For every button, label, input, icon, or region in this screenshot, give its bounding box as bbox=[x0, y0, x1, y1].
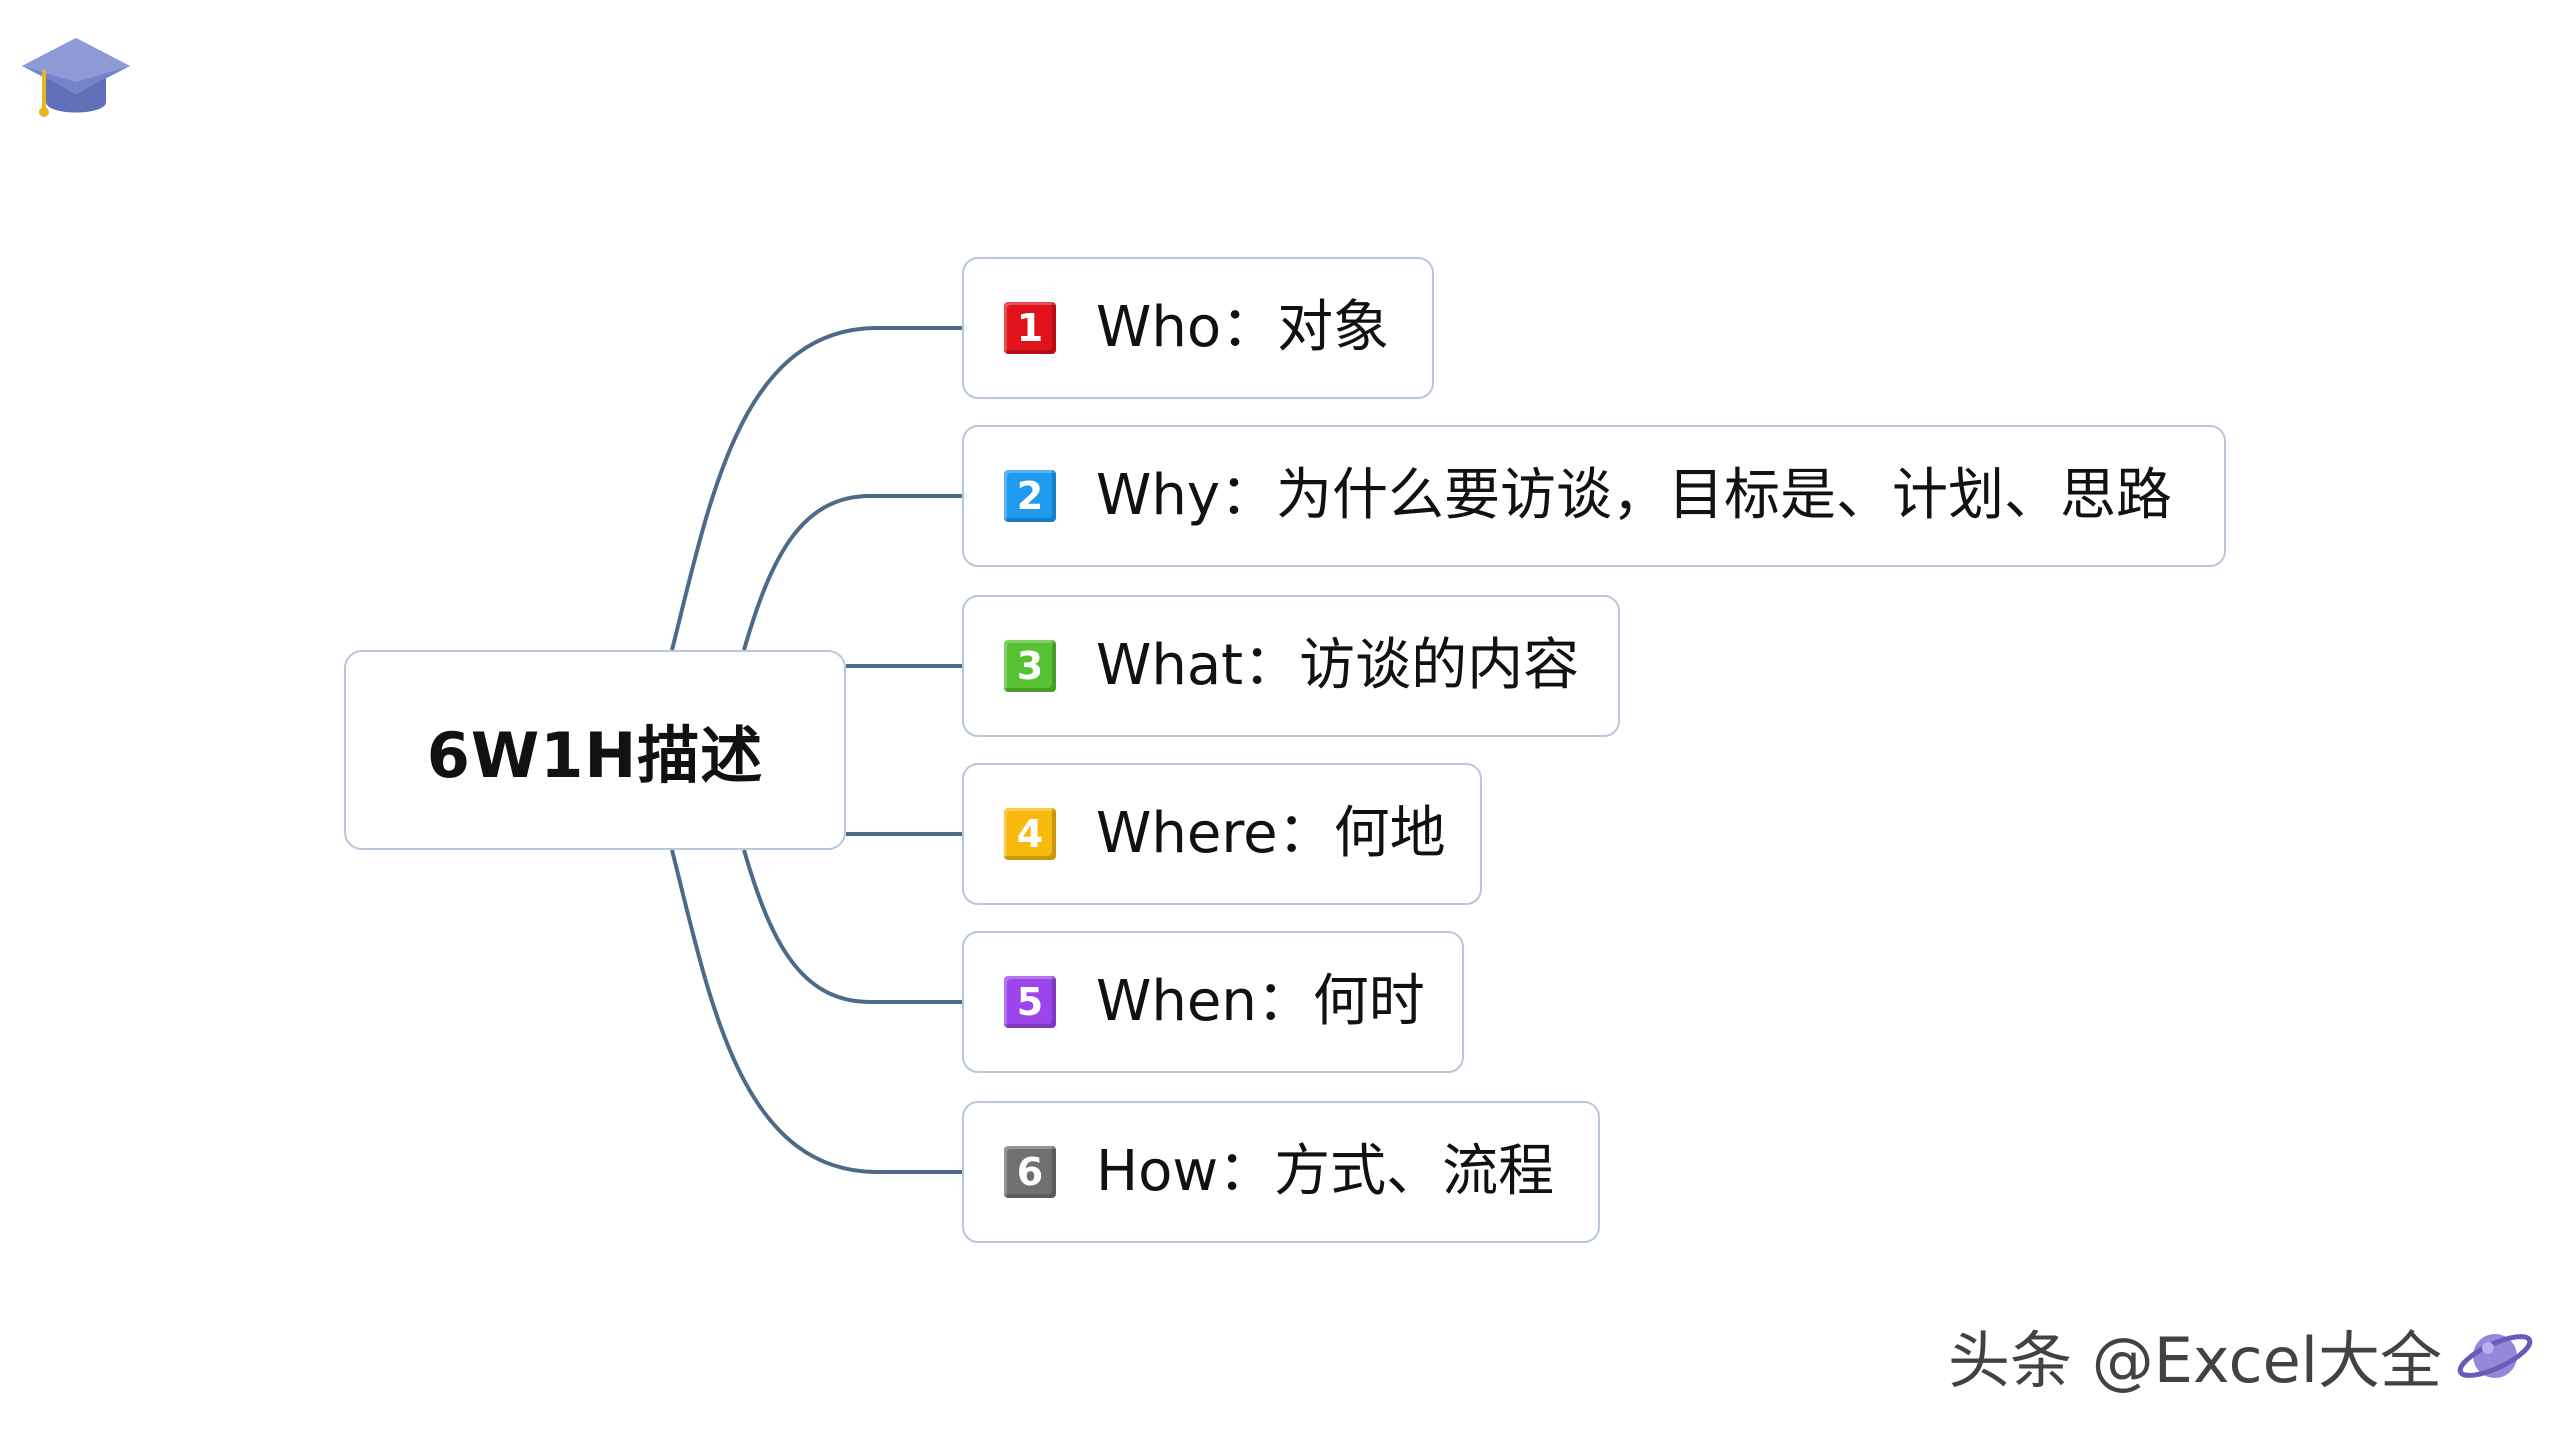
watermark: 头条 @Excel大全 bbox=[1948, 1310, 2536, 1400]
branch-node-why[interactable]: 2 Why：为什么要访谈，目标是、计划、思路 bbox=[962, 425, 2226, 567]
branch-label-why: Why：为什么要访谈，目标是、计划、思路 bbox=[1096, 463, 2173, 528]
branch-label-when: When：何时 bbox=[1096, 969, 1425, 1034]
central-node[interactable]: 6W1H描述 bbox=[344, 650, 846, 850]
connector-who bbox=[670, 326, 962, 651]
branch-label-who: Who：对象 bbox=[1096, 295, 1390, 360]
graduation-cap-icon bbox=[18, 32, 134, 124]
branch-node-when[interactable]: 5 When：何时 bbox=[962, 931, 1464, 1073]
central-title: 6W1H描述 bbox=[426, 719, 764, 792]
connector-how bbox=[670, 849, 962, 1174]
planet-icon bbox=[2454, 1320, 2536, 1390]
number-3-badge-icon: 3 bbox=[1004, 640, 1056, 692]
number-6-badge-icon: 6 bbox=[1004, 1146, 1056, 1198]
branch-node-what[interactable]: 3 What：访谈的内容 bbox=[962, 595, 1620, 737]
branch-label-how: How：方式、流程 bbox=[1096, 1139, 1555, 1204]
branch-label-what: What：访谈的内容 bbox=[1096, 633, 1580, 698]
number-2-badge-icon: 2 bbox=[1004, 470, 1056, 522]
number-4-badge-icon: 4 bbox=[1004, 808, 1056, 860]
branch-label-where: Where：何地 bbox=[1096, 801, 1446, 866]
branch-node-where[interactable]: 4 Where：何地 bbox=[962, 763, 1482, 905]
connector-why bbox=[742, 494, 962, 651]
watermark-text: 头条 @Excel大全 bbox=[1948, 1324, 2442, 1397]
number-1-badge-icon: 1 bbox=[1004, 302, 1056, 354]
connector-when bbox=[742, 849, 962, 1004]
branch-node-how[interactable]: 6 How：方式、流程 bbox=[962, 1101, 1600, 1243]
number-5-badge-icon: 5 bbox=[1004, 976, 1056, 1028]
branch-node-who[interactable]: 1 Who：对象 bbox=[962, 257, 1434, 399]
